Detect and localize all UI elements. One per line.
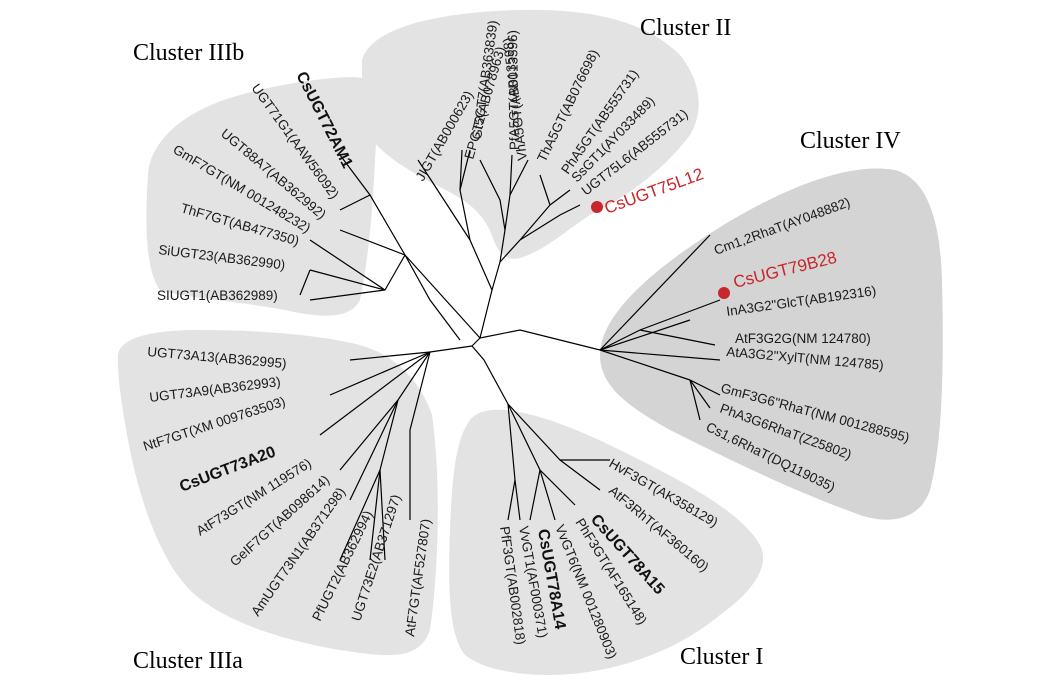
cluster-title-iv: Cluster IV (800, 128, 901, 154)
cluster-iiia-region (117, 330, 438, 656)
leaf-label: SIUGT1(AB362989) (157, 288, 278, 303)
cluster-title-i: Cluster I (680, 644, 763, 670)
cluster-title-iiia: Cluster IIIa (133, 648, 243, 674)
cluster-title-ii: Cluster II (640, 15, 731, 41)
cluster-ii-region (362, 9, 699, 259)
cluster-iv-region (600, 168, 943, 520)
cluster-iiib-region (146, 77, 377, 316)
highlight-marker-csugt79b28 (718, 287, 730, 299)
leaf-label: AtF3G2G(NM 124780) (735, 331, 871, 346)
highlight-marker-csugt75l12 (591, 201, 603, 213)
tree-branches (299, 149, 721, 561)
leaf-label: PfA5GT(AB013596) (505, 30, 522, 150)
cluster-title-iiib: Cluster IIIb (133, 40, 244, 66)
cluster-i-region (449, 409, 764, 675)
